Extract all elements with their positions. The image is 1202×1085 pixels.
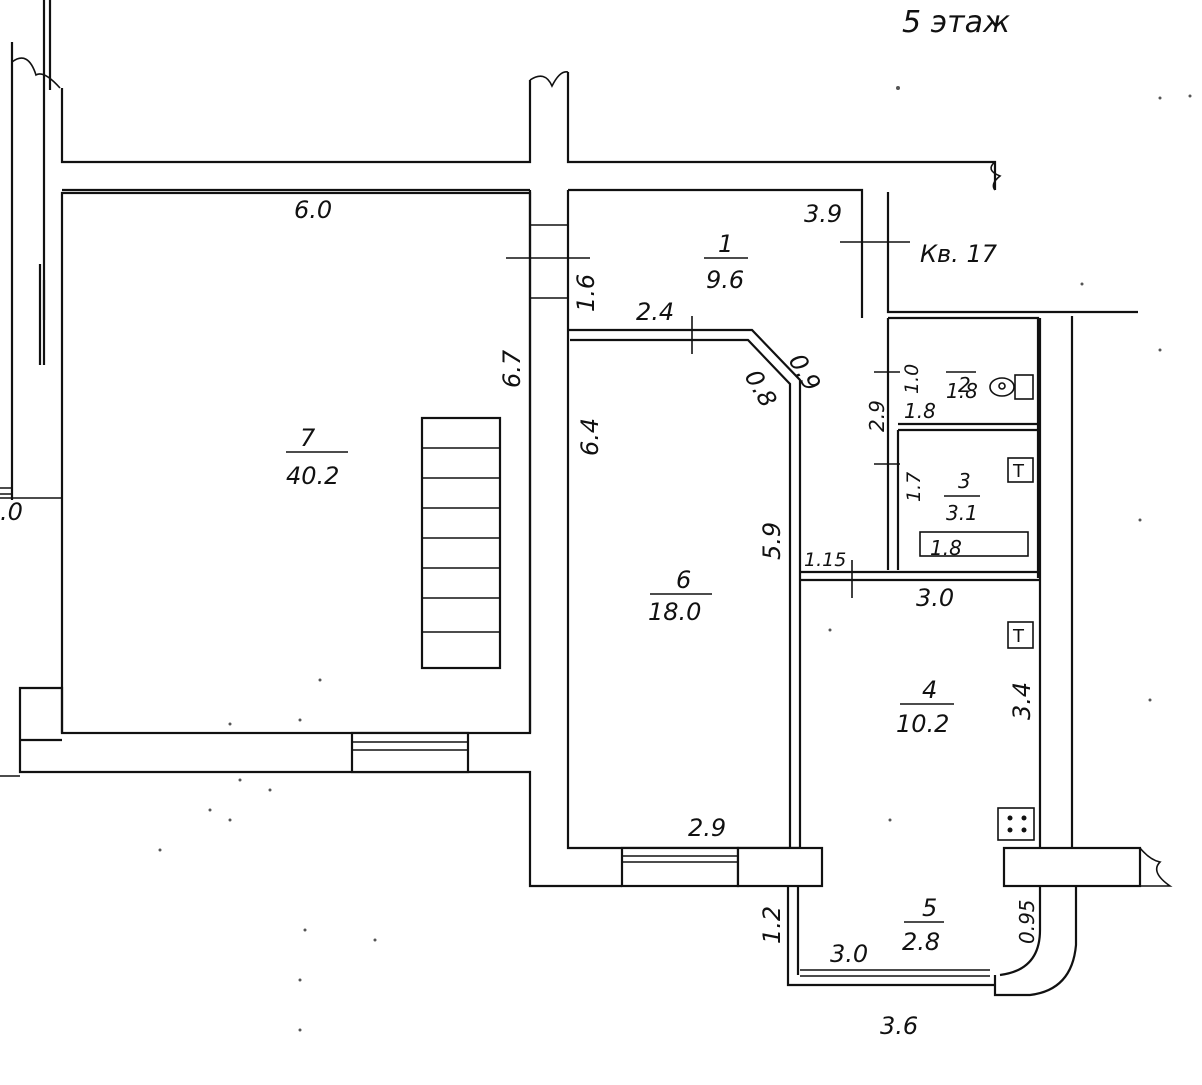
- walls: [0, 0, 1173, 997]
- bathtub-icon: [919, 531, 1029, 557]
- dim-bath-block-height: 2.9: [865, 400, 889, 432]
- floor-label: 5 этаж: [902, 5, 1010, 40]
- dim-room6-bottom: 2.9: [688, 814, 726, 842]
- room-7-number: 7: [300, 424, 316, 452]
- dim-room6-top: 2.4: [636, 298, 674, 326]
- dim-room2-width: 1.8: [904, 399, 936, 423]
- dim-room7-depth: 6.7: [498, 349, 526, 388]
- dim-room6-right: 5.9: [758, 522, 786, 560]
- dimension-ticks: [0, 241, 910, 598]
- room-5-number: 5: [922, 894, 937, 922]
- room-2-area: 1.8: [946, 379, 978, 403]
- staircase: [420, 416, 502, 670]
- dim-room1-length: 3.9: [804, 200, 842, 228]
- kitchen-heater-icon: [1007, 621, 1034, 649]
- room-3-area: 3.1: [946, 501, 978, 525]
- dim-room4-depth: 3.4: [1008, 682, 1036, 720]
- room-6-number: 6: [676, 566, 691, 594]
- dim-corridor-width: 1.6: [572, 274, 600, 312]
- room-4-area: 10.2: [896, 710, 949, 738]
- dim-room2-height: 1.0: [901, 364, 923, 394]
- room-5-area: 2.8: [902, 928, 940, 956]
- dim-room3-height: 1.7: [903, 472, 925, 502]
- heater-label-room3: T: [1012, 461, 1025, 482]
- room-2-number: 2: [958, 373, 971, 397]
- room-4-number: 4: [922, 676, 937, 704]
- room-3-number: 3: [958, 469, 971, 493]
- toilet-icon: [989, 374, 1034, 400]
- water-heater-icon: [1007, 457, 1034, 483]
- dim-room7-width: 6.0: [294, 196, 332, 224]
- fixtures: [420, 374, 1035, 841]
- dim-bathtub: 1.8: [930, 536, 962, 560]
- dim-room6-diag-inner: 0.8: [739, 365, 782, 412]
- neighbor-apartment-label: Кв. 17: [920, 240, 998, 268]
- room-1-number: 1: [718, 230, 733, 258]
- stove-icon: [997, 807, 1035, 841]
- dim-balcony-width: 3.0: [830, 940, 868, 968]
- dim-cut-left: .0: [0, 498, 23, 526]
- scan-noise: [158, 86, 1192, 1032]
- room-1-area: 9.6: [706, 266, 744, 294]
- dim-balcony-side: 1.2: [758, 906, 786, 944]
- dim-balcony-outer: 3.6: [880, 1012, 918, 1040]
- room-6-area: 18.0: [648, 598, 701, 626]
- dim-balcony-right: 0.95: [1015, 899, 1039, 944]
- heater-label-room4: T: [1012, 626, 1025, 647]
- room-7-area: 40.2: [286, 462, 339, 490]
- dim-room4-width: 3.0: [916, 584, 954, 612]
- dim-kitchen-door: 1.15: [804, 549, 846, 571]
- dim-room6-left: 6.4: [576, 418, 604, 456]
